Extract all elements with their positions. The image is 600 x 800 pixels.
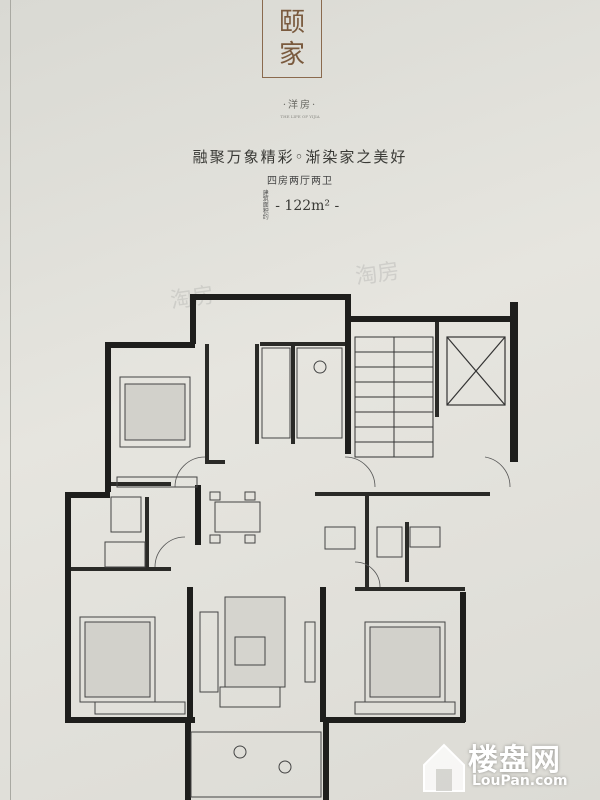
exterior-walls (65, 294, 518, 800)
house-logo-icon (423, 743, 465, 792)
bedroom-top-left (116, 376, 198, 488)
brand-url: LouPan.com (472, 773, 568, 789)
unit-layout: 四房两厅两卫 (267, 176, 333, 187)
dining-table (209, 491, 261, 544)
left-margin-rule (10, 0, 11, 800)
stairwell (354, 336, 434, 458)
project-title-box: 颐 家 (262, 0, 322, 78)
bedroom-bottom-right (354, 621, 456, 715)
brand-name: 楼盘网 (468, 743, 561, 778)
kitchen-counters (261, 347, 343, 439)
balcony (190, 731, 322, 798)
tagline: 融聚万象精彩◦渐染家之美好 (192, 148, 408, 166)
bedroom-bottom-left (79, 616, 186, 715)
project-title-char-1: 颐 (278, 7, 305, 38)
interior-walls (71, 322, 490, 591)
watermark-secondary: 淘房 (353, 259, 401, 290)
unit-area: 建筑面积约 - 122m² - (0, 191, 600, 221)
category-label: ·洋房· (282, 100, 318, 111)
floor-plan (65, 294, 518, 800)
loupan-brand-logo: 楼盘网 LouPan.com (420, 735, 595, 795)
area-value: - 122m² - (275, 198, 340, 214)
area-label: 建筑面积约 (262, 190, 269, 221)
elevator (446, 336, 506, 406)
fine-print: THE LIFE OF YIJIA (280, 114, 320, 119)
door-swings (154, 456, 511, 588)
bathrooms (104, 496, 441, 568)
living-room (199, 596, 316, 708)
project-title-char-2: 家 (278, 39, 305, 70)
